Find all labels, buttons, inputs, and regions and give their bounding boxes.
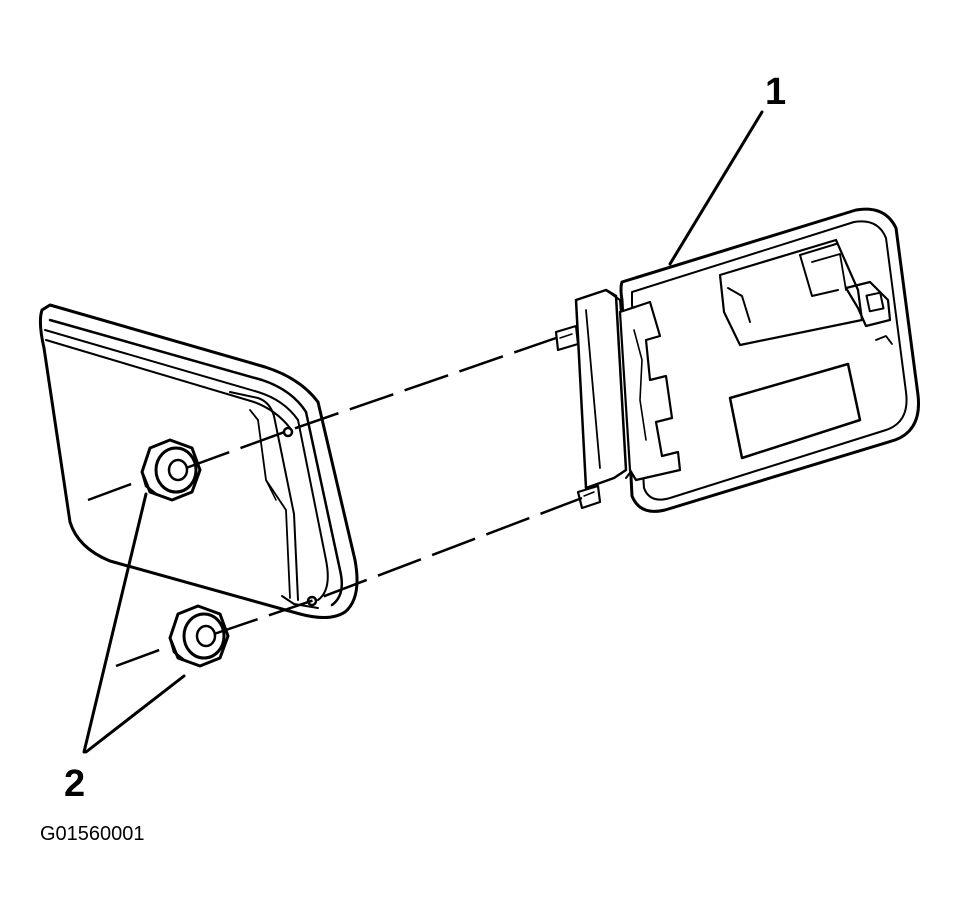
lower-alignment-tail	[115, 644, 171, 668]
nut-upper	[140, 438, 202, 502]
leader-lines	[82, 110, 764, 754]
fuel-door	[619, 207, 921, 513]
alignment-lines	[87, 336, 583, 668]
nut-lower	[168, 604, 230, 668]
callout-label-2: 2	[64, 763, 85, 805]
fuel-door-outline	[619, 207, 921, 513]
hinge-assembly	[554, 288, 682, 510]
upper-alignment-tail	[87, 478, 143, 502]
callout-label-1: 1	[765, 71, 786, 113]
outer-panel-outline	[38, 303, 359, 619]
figure-id-text: G01560001	[40, 823, 145, 845]
door-outer-panel	[38, 303, 359, 619]
lower-alignment-line	[213, 496, 583, 636]
leader-line-2b	[84, 674, 186, 754]
upper-stud	[554, 324, 580, 352]
upper-alignment-line	[185, 336, 557, 470]
leader-line-1	[668, 110, 764, 266]
leader-line-2a	[82, 492, 148, 754]
